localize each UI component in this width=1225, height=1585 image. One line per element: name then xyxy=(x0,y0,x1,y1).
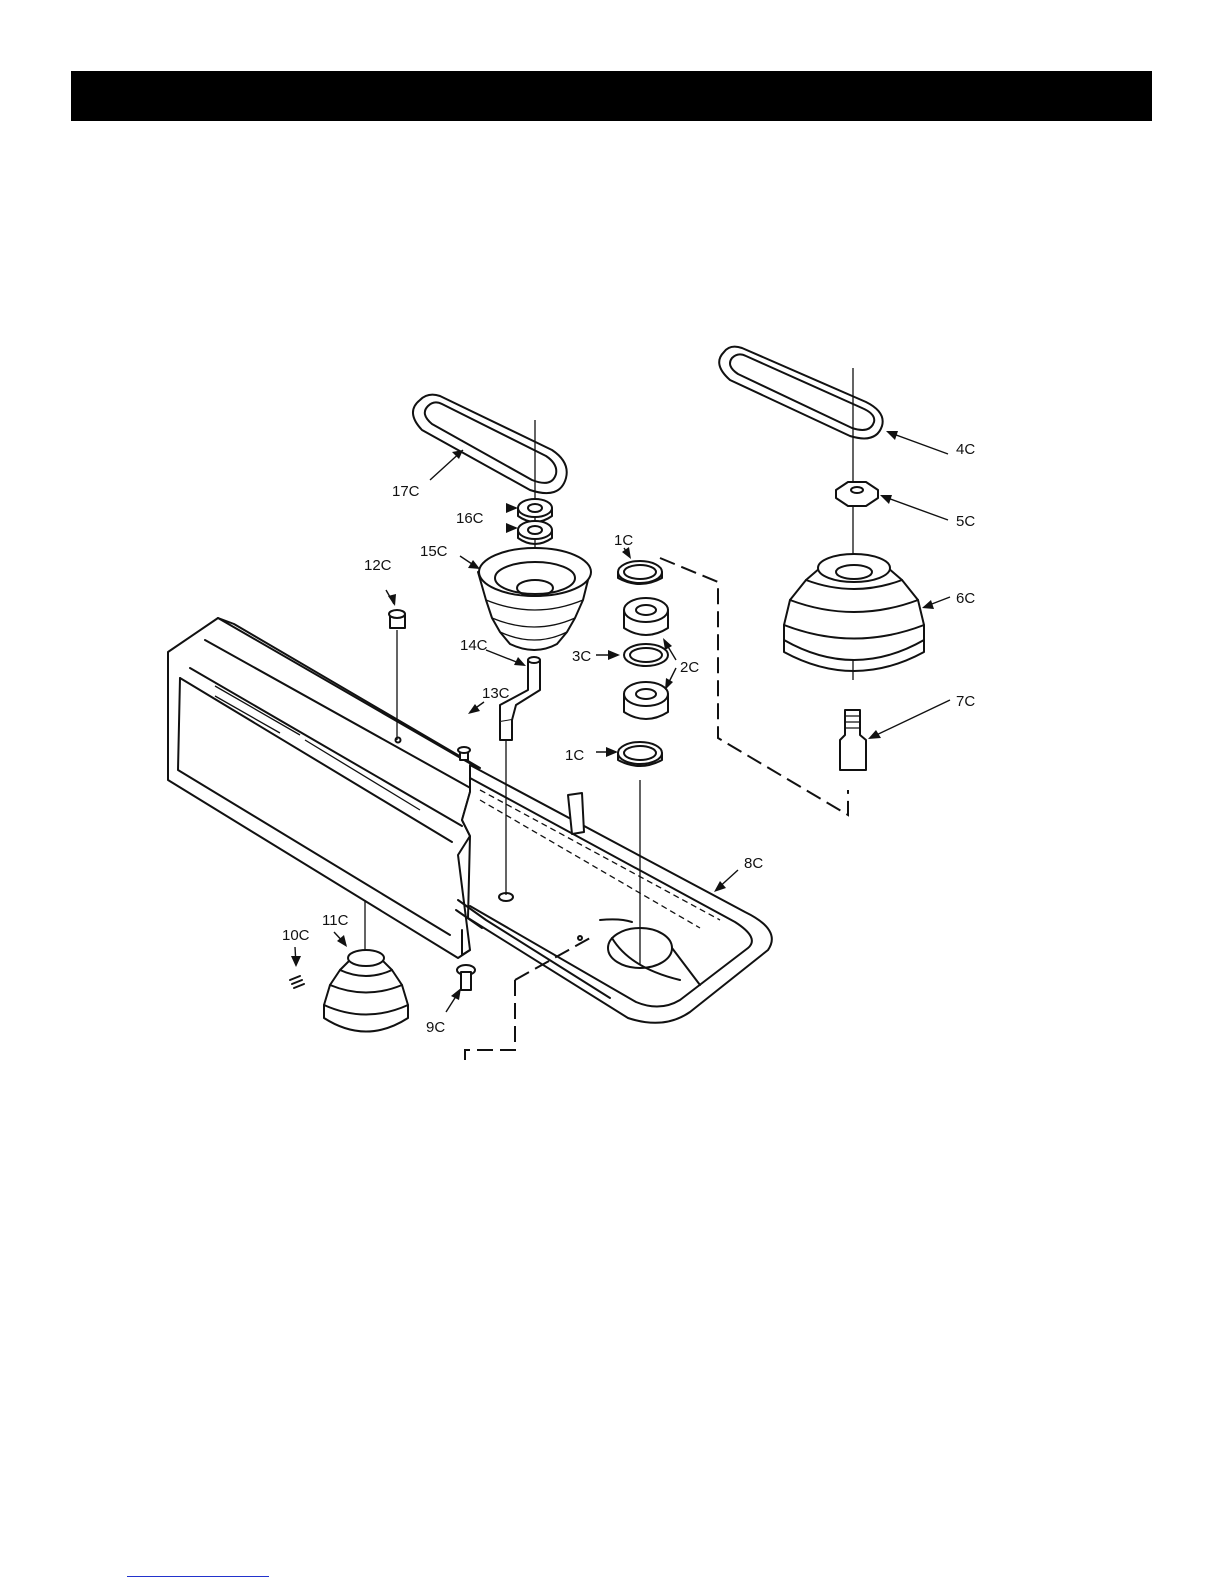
label-14c: 14C xyxy=(460,637,488,654)
bearings-16c xyxy=(518,499,552,544)
label-3c: 3C xyxy=(572,648,591,665)
screw-13c xyxy=(458,747,470,760)
label-4c: 4C xyxy=(956,441,975,458)
pulley-6c xyxy=(784,554,924,671)
label-12c: 12C xyxy=(364,557,392,574)
label-5c: 5C xyxy=(956,513,975,530)
label-17c: 17C xyxy=(392,483,420,500)
stud-7c xyxy=(840,710,866,770)
screw-12c xyxy=(389,610,405,628)
label-10c: 10C xyxy=(282,927,310,944)
ring-stack xyxy=(618,561,668,766)
label-1c-top: 1C xyxy=(614,532,633,549)
label-16c: 16C xyxy=(456,510,484,527)
nut-5c xyxy=(836,482,878,506)
belt-17c xyxy=(413,395,567,493)
belt-4c xyxy=(719,347,882,439)
pulley-11c xyxy=(324,950,408,1032)
label-8c: 8C xyxy=(744,855,763,872)
setscrew-10c xyxy=(290,976,304,988)
housing-8c xyxy=(168,618,772,1023)
label-9c: 9C xyxy=(426,1019,445,1036)
label-15c: 15C xyxy=(420,543,448,560)
label-1c-bottom: 1C xyxy=(565,747,584,764)
pulley-15c xyxy=(478,548,591,650)
footer-link-underline[interactable] xyxy=(127,1576,269,1577)
label-2c: 2C xyxy=(680,659,699,676)
screw-9c xyxy=(457,965,475,990)
label-6c: 6C xyxy=(956,590,975,607)
label-7c: 7C xyxy=(956,693,975,710)
label-13c: 13C xyxy=(482,685,510,702)
label-11c: 11C xyxy=(322,912,349,929)
